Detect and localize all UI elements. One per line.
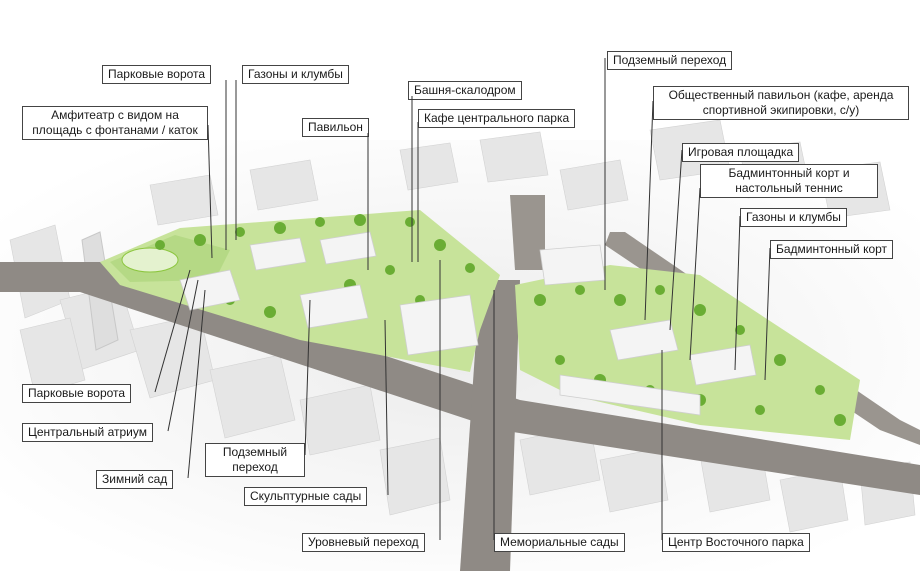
- label-level-crossing: Уровневый переход: [302, 533, 425, 552]
- label-central-cafe: Кафе центрального парка: [418, 109, 576, 128]
- amphitheater-plaza: [121, 247, 179, 273]
- label-lawns-beds-top: Газоны и клумбы: [242, 65, 349, 84]
- label-badminton-court: Бадминтонный корт: [770, 240, 894, 259]
- label-central-atrium: Центральный атриум: [22, 423, 153, 442]
- label-east-park-center: Центр Восточного парка: [662, 533, 810, 552]
- main-road: [0, 262, 920, 495]
- label-sculpture-gardens: Скульптурные сады: [244, 487, 368, 506]
- label-underpass-top: Подземный переход: [607, 51, 733, 70]
- label-playground: Игровая площадка: [682, 143, 800, 162]
- north-road: [510, 195, 545, 270]
- label-climbing-tower: Башня-скалодром: [408, 81, 522, 100]
- label-winter-garden: Зимний сад: [96, 470, 174, 489]
- label-underpass-bottom: Подземный переход: [205, 443, 305, 477]
- label-park-gates-top: Парковые ворота: [102, 65, 212, 84]
- label-public-pavilion: Общественный павильон (кафе, аренда спор…: [653, 86, 909, 120]
- label-badminton-tennis: Бадминтонный корт и настольный теннис: [700, 164, 878, 198]
- label-memorial-gardens: Мемориальные сады: [494, 533, 625, 552]
- label-lawns-beds-right: Газоны и клумбы: [740, 208, 847, 227]
- label-park-gates-left: Парковые ворота: [22, 384, 132, 403]
- north-south-road: [460, 280, 520, 571]
- label-amphitheater: Амфитеатр с видом на площадь с фонтанами…: [22, 106, 208, 140]
- label-pavilion: Павильон: [302, 118, 369, 137]
